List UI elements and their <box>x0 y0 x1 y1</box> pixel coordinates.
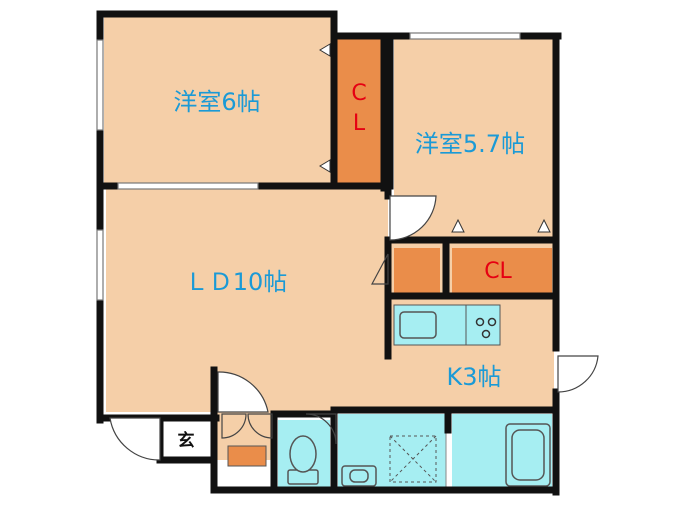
closet-2-label: CL <box>484 259 512 284</box>
washing-machine-space <box>389 435 437 483</box>
kitchen-label: K3帖 <box>446 363 501 391</box>
toilet-icon <box>287 435 319 485</box>
windows <box>96 32 521 301</box>
stove-icon <box>475 317 497 339</box>
closet-1-floor <box>336 38 382 183</box>
entrance-label: 玄 <box>178 430 195 451</box>
closet-door-markers <box>319 43 551 233</box>
ld-room-label: ＬＤ10帖 <box>185 268 288 296</box>
closet-2-floor <box>452 248 552 294</box>
bathtub-icon <box>505 423 551 487</box>
ld-room-floor <box>106 188 388 412</box>
doors <box>109 195 599 461</box>
closet-1-label-c: C <box>351 81 366 106</box>
closet-1-label-l: L <box>353 111 366 136</box>
genkan-floor <box>162 420 212 458</box>
entrance-storage <box>227 445 267 467</box>
washbasin-icon <box>341 465 377 487</box>
sink <box>399 311 437 339</box>
western-room-2-label: 洋室5.7帖 <box>415 130 525 158</box>
storage-floor <box>394 248 440 294</box>
western-room-1-label: 洋室6帖 <box>173 88 260 116</box>
western-room-1-floor <box>104 16 331 184</box>
